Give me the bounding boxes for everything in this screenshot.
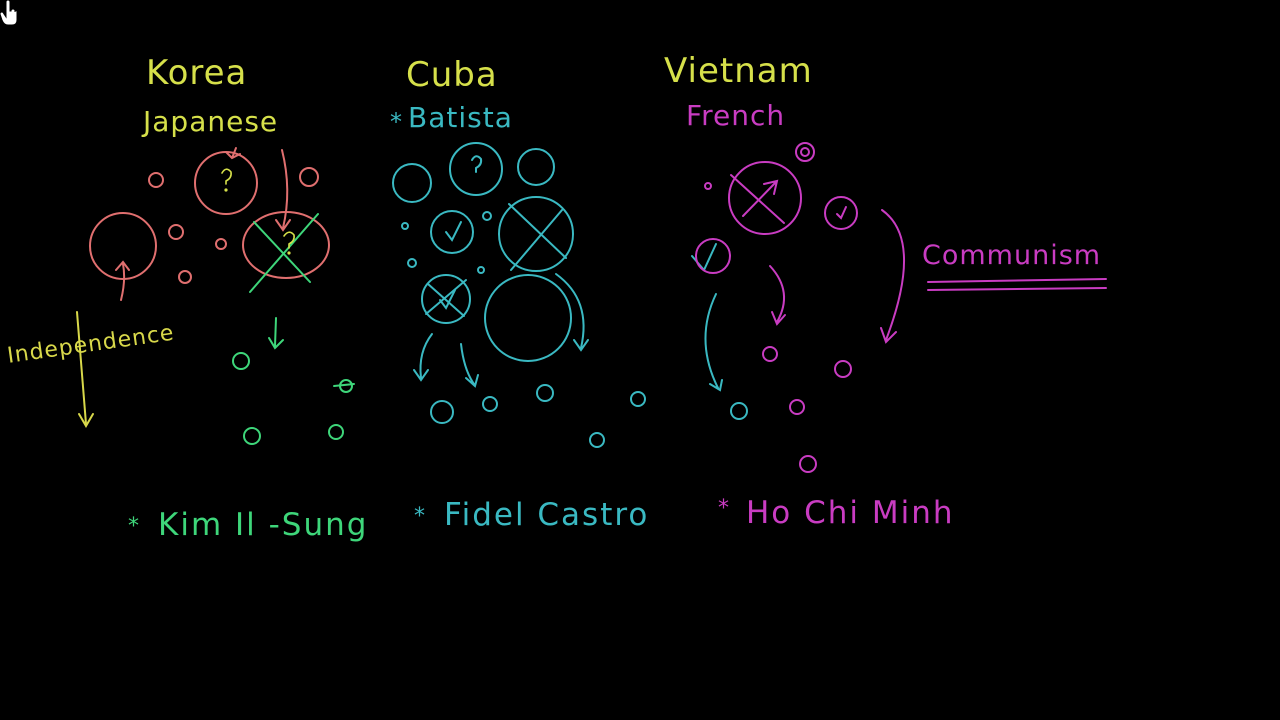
cuba-checkmark [445, 221, 462, 242]
korea-question-mark [221, 168, 295, 255]
cuba-small-circle [401, 222, 409, 230]
cuba-largest-circle [484, 274, 572, 362]
cuba-to-vietnam-arrow [704, 293, 723, 392]
ruler-star-cuba: * [390, 108, 403, 136]
korea-arrow [115, 260, 130, 301]
cuba-cross [425, 279, 467, 315]
vietnam-diagram [695, 142, 1107, 473]
cuba-arrow [555, 273, 589, 352]
cuba-question-mark [471, 155, 483, 173]
cuba-after-circle [730, 402, 748, 420]
vietnam-after-circle [762, 346, 778, 362]
korea-after-diagram [232, 317, 355, 445]
korea-after-circle [243, 427, 261, 445]
leader-star-cuba: * [414, 504, 427, 529]
cuba-question-circle [449, 142, 503, 196]
vietnam-check-circle [695, 238, 731, 274]
ruler-label-cuba: Batista [408, 101, 513, 134]
vietnam-double-circle-inner [800, 147, 810, 157]
column-title-vietnam: Vietnam [664, 51, 813, 91]
cuba-small-circle [407, 258, 417, 268]
cuba-small-circle [477, 266, 485, 274]
leader-star-vietnam: * [718, 496, 731, 521]
korea-diagram [89, 147, 330, 301]
cuba-cross [510, 209, 563, 271]
cuba-after-circle [430, 400, 454, 424]
korea-large-circle [89, 212, 157, 280]
ruler-label-vietnam: French [686, 99, 786, 132]
cuba-circle [517, 148, 555, 186]
cuba-check-circle [430, 210, 474, 254]
cuba-after-circle [482, 396, 498, 412]
cuba-after-circle [589, 432, 605, 448]
cuba-diagram [392, 142, 748, 448]
korea-crossed-circle [242, 211, 330, 279]
communism-underline [927, 287, 1107, 291]
vietnam-check [836, 206, 847, 220]
korea-after-circle [232, 352, 250, 370]
vietnam-arrow [769, 265, 786, 326]
vietnam-after-circle [789, 399, 805, 415]
vietnam-check-circle [824, 196, 858, 230]
korea-after-circle [328, 424, 344, 440]
hand-pointer-icon [0, 0, 18, 26]
korea-cross-mark [249, 213, 319, 293]
column-title-cuba: Cuba [406, 55, 498, 95]
ruler-label-korea: Japanese [143, 105, 279, 138]
column-title-korea: Korea [146, 53, 248, 93]
korea-after-dash [333, 383, 355, 387]
korea-arrow [275, 149, 291, 232]
leader-label-korea: Kim Il -Sung [158, 507, 369, 543]
korea-arrow [225, 147, 241, 160]
vietnam-cross [730, 174, 785, 224]
cuba-after-circle [630, 391, 646, 407]
cuba-check-circle-crossed [421, 274, 471, 324]
leader-label-cuba: Fidel Castro [444, 497, 650, 533]
cuba-small-circle [482, 211, 492, 221]
korea-small-circle [178, 270, 192, 284]
vietnam-arrow [880, 209, 906, 344]
communism-note: Communism [922, 240, 1102, 271]
vietnam-after-circle [834, 360, 852, 378]
leader-star-korea: * [128, 514, 141, 539]
cuba-after-circle [536, 384, 554, 402]
cuba-arrow [460, 343, 479, 388]
cuba-cross [508, 203, 567, 259]
cuba-circle [392, 163, 432, 203]
korea-small-circle [299, 167, 319, 187]
cuba-arrow [413, 333, 433, 382]
cuba-crossed-circle [498, 196, 574, 272]
vietnam-small-circle [704, 182, 712, 190]
vietnam-double-circle [795, 142, 815, 162]
korea-small-circle [215, 238, 227, 250]
communism-underline [927, 278, 1107, 283]
independence-arrow [76, 311, 94, 428]
vietnam-cross-arrow [742, 179, 779, 217]
cuba-checkmark [439, 289, 456, 310]
korea-after-arrow [268, 317, 284, 350]
vietnam-after-circle [799, 455, 817, 473]
korea-small-circle [148, 172, 164, 188]
cuba-cross [427, 283, 465, 317]
leader-label-vietnam: Ho Chi Minh [746, 495, 955, 531]
korea-small-circle [168, 224, 184, 240]
vietnam-crossed-circle [728, 161, 802, 235]
